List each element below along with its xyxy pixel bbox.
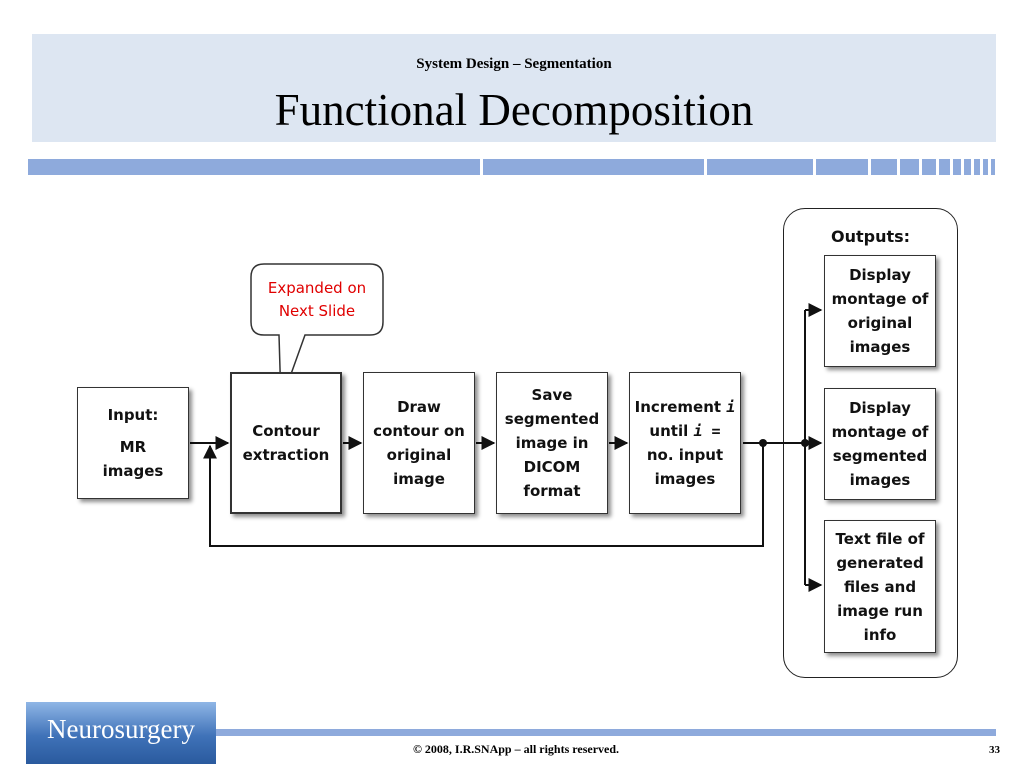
box-line: montage of <box>831 290 929 308</box>
slide-title: Functional Decomposition <box>274 85 754 135</box>
loop-condition: i = <box>693 422 721 440</box>
neurosurgery-logo: Neurosurgery <box>26 702 216 764</box>
box-line: Input: <box>107 406 159 424</box>
box-line: files and <box>843 577 917 596</box>
box-line: no. input <box>646 446 724 464</box>
box-line: montage of <box>831 423 929 441</box>
save-dicom-box: Save segmented image in DICOM format <box>496 372 608 514</box>
draw-contour-box: Draw contour on original image <box>363 372 475 514</box>
box-line: extraction <box>242 446 330 464</box>
box-line: images <box>102 462 164 480</box>
slide-header: System Design – Segmentation Functional … <box>32 34 996 142</box>
stripe-segment <box>871 159 897 175</box>
box-line: until i = <box>649 419 720 443</box>
callout-line: Expanded on <box>267 279 367 297</box>
stripe-segment <box>974 159 980 175</box>
stripe-segment <box>28 159 480 175</box>
box-text: Increment <box>634 398 722 416</box>
junction-dot <box>801 439 809 447</box>
box-text: until <box>649 422 689 440</box>
contour-extraction-box: Contour extraction <box>230 372 342 514</box>
box-line: Save <box>531 386 573 404</box>
box-line: Draw <box>397 398 441 416</box>
stripe-segment <box>939 159 950 175</box>
loop-variable: i <box>726 398 736 416</box>
stripe-segment <box>922 159 936 175</box>
logo-text: Neurosurgery <box>47 714 195 744</box>
box-line: original <box>386 446 452 464</box>
callout-bubble <box>250 263 384 403</box>
stripe-segment <box>900 159 919 175</box>
box-line: image <box>393 470 445 488</box>
stripe-segment <box>816 159 868 175</box>
box-line: MR <box>119 438 147 456</box>
stripe-segment <box>483 159 704 175</box>
outputs-label: Outputs: <box>830 227 911 246</box>
box-line: images <box>849 471 911 489</box>
output-text-file-box: Text file of generated files and image r… <box>824 520 936 653</box>
box-line: original <box>847 314 913 332</box>
box-line: segmented <box>504 410 600 428</box>
box-line: format <box>523 482 581 500</box>
output-montage-segmented-box: Display montage of segmented images <box>824 388 936 500</box>
slide-subtitle: System Design – Segmentation <box>416 56 612 72</box>
box-line: DICOM <box>523 458 581 476</box>
box-line: Increment i <box>635 395 736 419</box>
box-line: contour on <box>373 422 465 440</box>
box-line: Display <box>849 266 911 284</box>
box-line: image run <box>837 601 923 620</box>
box-line: images <box>654 470 716 488</box>
box-line: info <box>863 625 897 644</box>
box-line: image in <box>515 434 589 452</box>
callout-line: Next Slide <box>278 302 356 320</box>
stripe-segment <box>953 159 961 175</box>
box-line: segmented <box>832 447 928 465</box>
box-line: images <box>849 338 911 356</box>
stripe-segment <box>964 159 971 175</box>
output-montage-original-box: Display montage of original images <box>824 255 936 367</box>
box-line: Display <box>849 399 911 417</box>
stripe-segment <box>983 159 988 175</box>
footer-bar <box>216 729 996 736</box>
callout-expanded-note: Expanded on Next Slide <box>252 268 382 332</box>
box-line: Text file of <box>835 529 925 548</box>
copyright-notice: © 2008, I.R.SNApp – all rights reserved. <box>412 742 620 756</box>
box-line: generated <box>836 553 924 572</box>
loop-back-line <box>203 443 764 547</box>
junction-dot <box>759 439 767 447</box>
page-number: 33 <box>989 744 1000 756</box>
box-line: Contour <box>252 422 320 440</box>
stripe-segment <box>991 159 995 175</box>
stripe-segment <box>707 159 813 175</box>
input-box: Input: MR images <box>77 387 189 499</box>
increment-box: Increment i until i = no. input images <box>629 372 741 514</box>
